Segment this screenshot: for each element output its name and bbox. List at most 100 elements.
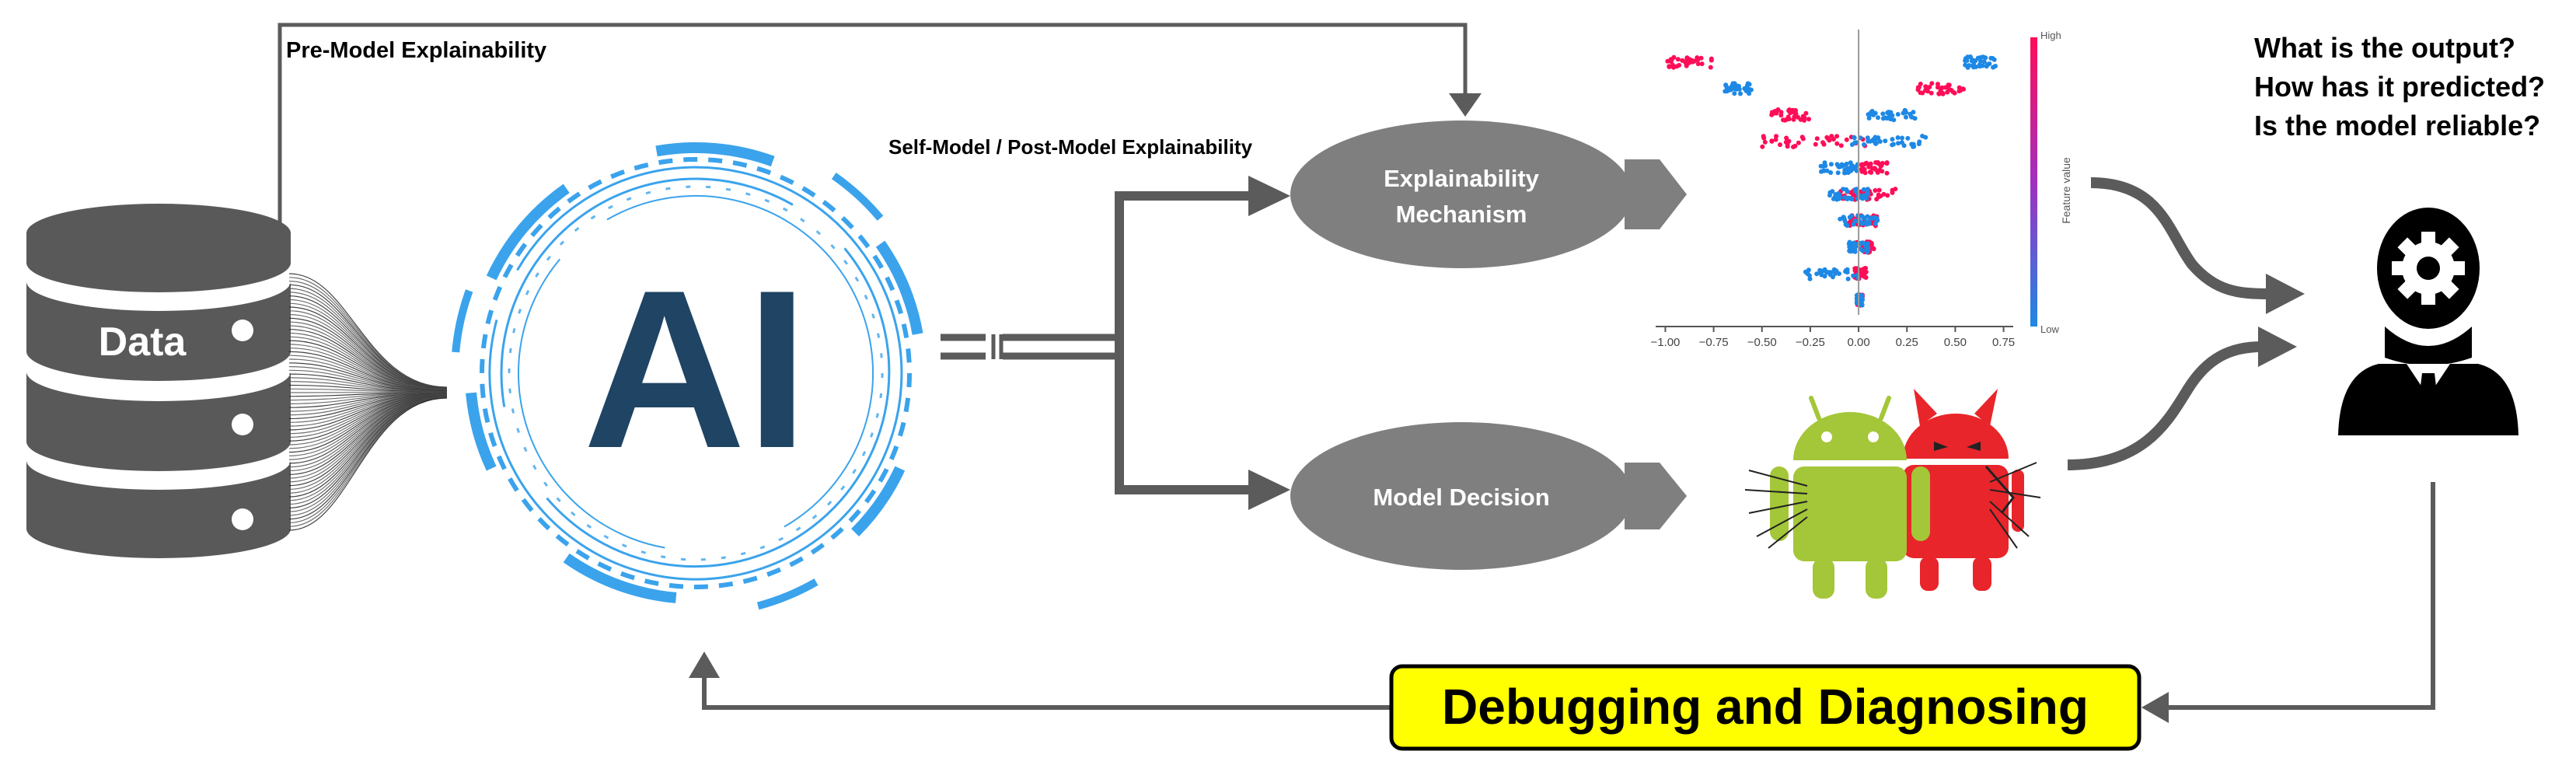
shap-point (1859, 294, 1864, 299)
shap-point (1862, 269, 1868, 274)
shap-point (1792, 143, 1798, 148)
database-indicator-dot (232, 414, 253, 435)
data-label: Data (99, 320, 187, 365)
ai-ring-arc (500, 177, 794, 407)
shap-point (1769, 138, 1775, 144)
shap-point (1834, 141, 1840, 146)
shap-point (1835, 163, 1841, 169)
shap-point (1778, 142, 1782, 148)
shap-point (1936, 91, 1942, 96)
shap-point (1905, 135, 1911, 141)
shap-point (1960, 86, 1966, 92)
shap-point (1824, 134, 1830, 140)
shap-point (1873, 167, 1878, 172)
shap-point (1773, 137, 1778, 142)
shap-point (1848, 195, 1853, 201)
shap-point (1845, 166, 1850, 171)
question-reliable: Is the model reliable? (2254, 110, 2540, 141)
shap-point (1908, 111, 1913, 117)
shap-point (1760, 144, 1765, 149)
shap-point (1786, 138, 1792, 144)
ai-label: AI (583, 243, 808, 495)
shap-point (1911, 144, 1917, 149)
ai-circuit-ring (452, 142, 923, 610)
shap-point (1873, 188, 1878, 193)
shap-point (1975, 55, 1981, 61)
shap-point (1974, 65, 1979, 69)
shap-point (1864, 246, 1869, 252)
shap-point (1675, 57, 1681, 62)
shap-point (1855, 268, 1860, 274)
shap-point (1895, 112, 1901, 117)
shap-point (1977, 62, 1982, 68)
shap-point (1841, 162, 1847, 168)
shap-point (1859, 240, 1865, 246)
debugging-diagnosing-label: Debugging and Diagnosing (1442, 679, 2089, 735)
shap-point (1674, 64, 1680, 69)
shap-point (1945, 89, 1950, 95)
shap-point (1837, 193, 1842, 198)
shap-point (1870, 112, 1876, 117)
data-database-icon (26, 204, 291, 558)
shap-point (1684, 63, 1689, 68)
shap-point (1873, 216, 1879, 222)
shap-point (1864, 193, 1869, 198)
shap-point (1903, 108, 1908, 114)
shap-point (1864, 221, 1869, 226)
shap-point (1775, 107, 1781, 112)
shap-point (1935, 82, 1940, 87)
ai-ring-arc (831, 173, 884, 221)
shap-point (1744, 89, 1750, 94)
shap-point (1845, 170, 1851, 175)
shap-point (1866, 138, 1871, 144)
shap-point (1967, 54, 1973, 59)
explainability-mechanism-label-line2: Mechanism (1396, 201, 1527, 228)
shap-point (1852, 246, 1857, 251)
shap-point (1831, 137, 1836, 142)
shap-point (1774, 110, 1779, 116)
shap-point (1769, 110, 1775, 115)
shap-point (1680, 58, 1685, 63)
shap-point (1807, 276, 1813, 281)
ai-output-fork-connector (941, 176, 1290, 510)
shap-x-tick-label: 0.25 (1896, 336, 1918, 349)
shap-point (1916, 141, 1922, 147)
shap-point (1669, 57, 1674, 62)
shap-point (1813, 141, 1818, 147)
shap-point (1803, 110, 1809, 116)
shap-x-tick-label: −0.75 (1699, 336, 1729, 349)
explainability-output-arrow (1625, 159, 1687, 229)
shap-point (1845, 223, 1850, 229)
shap-point (1874, 197, 1880, 202)
ai-ring-arc (486, 183, 570, 281)
ai-ring-arc (452, 289, 473, 353)
ai-ring-arc (655, 142, 775, 167)
shap-point (1978, 58, 1983, 64)
shap-point (1862, 215, 1867, 221)
shap-point (1708, 65, 1713, 70)
shap-point (1876, 187, 1882, 193)
shap-point (1880, 111, 1886, 117)
shap-point (1988, 55, 1994, 61)
shap-point (1785, 114, 1791, 120)
shap-point (1806, 117, 1811, 122)
shap-point (1981, 59, 1987, 65)
shap-point (1963, 62, 1968, 68)
debugging-diagnosing-box: Debugging and Diagnosing (1389, 664, 2141, 751)
shap-point (1828, 270, 1834, 275)
funnel-line (288, 397, 448, 531)
ai-ring-arc (851, 466, 906, 537)
shap-point (1956, 85, 1962, 90)
explainability-mechanism-label-line1: Explainability (1384, 165, 1540, 192)
debugging-feedback-arrow (689, 482, 2435, 723)
shap-point (1698, 55, 1704, 61)
shap-point (1885, 193, 1890, 198)
shap-point (1964, 58, 1970, 63)
user-businessman-icon (2338, 208, 2518, 435)
data-funnel-lines (288, 273, 448, 531)
shap-point (1821, 141, 1827, 147)
shap-point (1670, 62, 1675, 68)
shap-point (1904, 114, 1908, 120)
shap-point (1862, 142, 1866, 147)
